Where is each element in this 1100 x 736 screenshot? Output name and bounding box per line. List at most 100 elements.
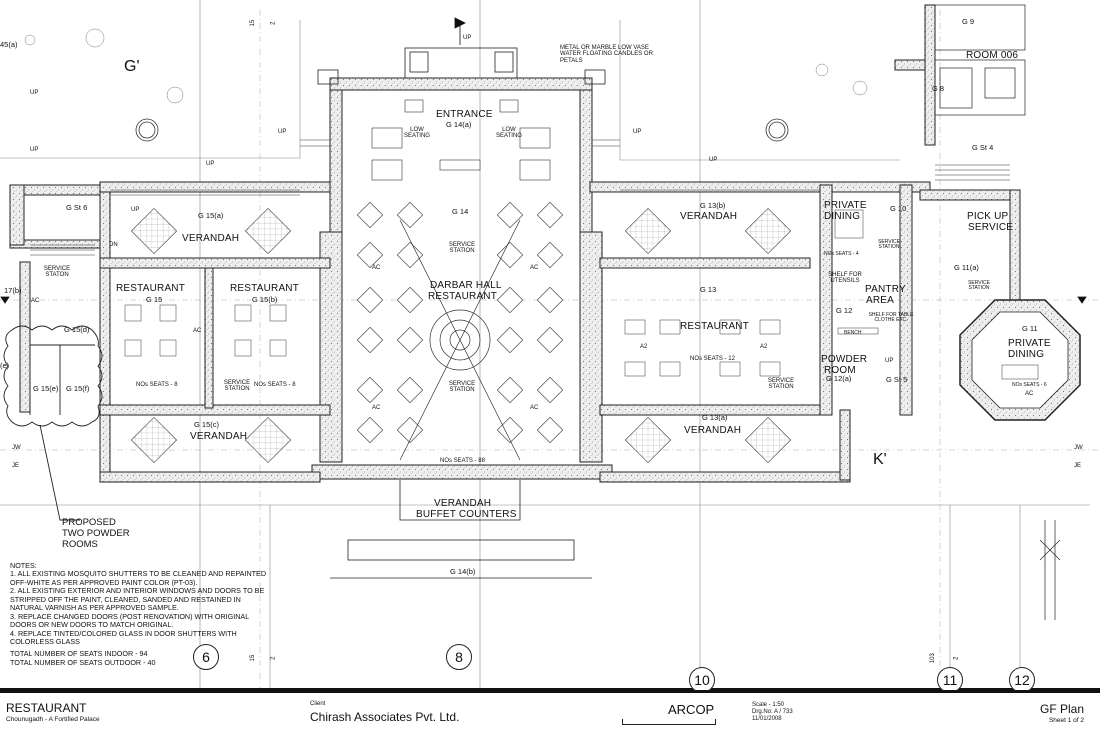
g-st-6: G St 6 xyxy=(66,203,88,212)
grid-bubble-11: 11 xyxy=(937,667,963,693)
pickup-label-1: PICK UP xyxy=(967,211,1009,222)
verandah-top-left: VERANDAH xyxy=(182,233,240,244)
seats-g15b: NOs SEATS - 8 xyxy=(254,382,296,388)
service-station-top: SERVICE STATION xyxy=(448,242,476,255)
service-staton-left: SERVICE STATON xyxy=(43,266,71,279)
dining-table xyxy=(496,326,524,354)
sheet-title: GF Plan xyxy=(1039,702,1084,716)
bench-label: BENCH xyxy=(844,330,862,336)
verandah-bottom-left: VERANDAH xyxy=(190,431,248,442)
g14b-code: G 14(b) xyxy=(450,567,476,576)
seats-g10: NOs SEATS - 4 xyxy=(824,251,859,257)
gridline-number: 103 xyxy=(929,653,936,664)
dining-table xyxy=(396,416,424,444)
dining-table xyxy=(536,286,564,314)
service-station-mid: SERVICE STATION xyxy=(448,381,476,394)
ac-marker: AC xyxy=(530,265,539,271)
verandah-bottom-right: VERANDAH xyxy=(684,425,742,436)
label-17b: 17(b) xyxy=(4,286,22,295)
dining-table xyxy=(396,376,424,404)
g15-code: G 15 xyxy=(146,295,163,304)
restaurant-g15b-label: RESTAURANT xyxy=(230,283,300,294)
scale-text: Scale - 1:50 xyxy=(752,702,785,708)
g15c-code: G 15(c) xyxy=(194,420,220,429)
note-item: 3. REPLACE CHANGED DOORS (POST RENOVATIO… xyxy=(10,611,249,630)
gridline-number: 15 xyxy=(250,19,257,27)
shelf-utensils: SHELF FOR UTENSILS xyxy=(828,272,862,285)
dining-table xyxy=(536,416,564,444)
room-006-label: ROOM 006 xyxy=(966,50,1019,61)
dining-table xyxy=(536,376,564,404)
client-name: Chirash Associates Pvt. Ltd. xyxy=(310,710,460,724)
private-dining-g11-2: DINING xyxy=(1008,349,1045,360)
service-station-r: SERVICE STATION xyxy=(767,378,795,391)
dining-table xyxy=(356,326,384,354)
g12-code: G 12 xyxy=(836,306,853,315)
g15a-code: G 15(a) xyxy=(198,211,224,220)
firm-underline xyxy=(622,719,716,725)
up-marker: UP xyxy=(278,129,287,135)
g9-code: G 9 xyxy=(962,17,975,26)
gridline-number: 2 xyxy=(270,656,277,660)
ac-marker: AC xyxy=(1025,391,1034,397)
g15d-code: G 15(d) xyxy=(64,325,90,334)
ac-marker: AC xyxy=(530,405,539,411)
title-block: RESTAURANT Chounugadh - A Fortified Pala… xyxy=(0,690,1100,736)
private-dining-g10-1: PRIVATE xyxy=(824,200,867,211)
g15f-code: G 15(f) xyxy=(66,384,90,393)
up-marker: UP xyxy=(463,35,472,41)
seat-totals: TOTAL NUMBER OF SEATS INDOOR - 94 TOTAL … xyxy=(10,649,156,667)
restaurant-g15-label: RESTAURANT xyxy=(116,283,186,294)
dining-table xyxy=(496,286,524,314)
sheet-number: Sheet 1 of 2 xyxy=(1048,717,1084,724)
floor-plan-drawing xyxy=(0,0,1100,690)
note-item: 4. REPLACE TINTED/COLORED GLASS IN DOOR … xyxy=(10,628,237,647)
dining-table xyxy=(396,241,424,269)
grid-bubble-8: 8 xyxy=(446,644,472,670)
firm-name: ARCOP xyxy=(668,702,715,717)
up-marker: UP xyxy=(885,358,894,364)
seats-indoor: TOTAL NUMBER OF SEATS INDOOR - 94 xyxy=(10,649,148,658)
powder-room-1: POWDER xyxy=(821,354,868,365)
pantry-label-2: AREA xyxy=(866,295,895,306)
jw-marker: JW xyxy=(1074,445,1083,451)
up-marker: UP xyxy=(30,147,39,153)
g15b-code: G 15(b) xyxy=(252,295,278,304)
service-station-l2: SERVICE STATION xyxy=(223,380,251,393)
darbar-hall-label: DARBAR HALL xyxy=(430,280,502,291)
seats-g15: NOs SEATS - 8 xyxy=(136,382,178,388)
ac-marker: AC xyxy=(193,328,202,334)
low-seating-right: LOW SEATING xyxy=(496,127,522,140)
g13a-code: G 13(a) xyxy=(702,413,728,422)
dining-table xyxy=(536,326,564,354)
gridline-number: 2 xyxy=(270,21,277,25)
gridline-number: 2 xyxy=(953,656,960,660)
seats-g13: NOs SEATS - 12 xyxy=(690,356,735,362)
client-label: Client xyxy=(310,701,326,707)
dining-table xyxy=(356,241,384,269)
project-title: RESTAURANT xyxy=(6,701,87,715)
up-marker: UP xyxy=(131,207,140,213)
dn-marker: DN xyxy=(109,242,118,248)
ac-marker: AC xyxy=(372,265,381,271)
g-st-4: G St 4 xyxy=(972,143,994,152)
a2-marker: A2 xyxy=(760,344,768,350)
dining-table xyxy=(396,286,424,314)
g-prime-label: G' xyxy=(124,58,140,75)
seats-outdoor: TOTAL NUMBER OF SEATS OUTDOOR - 40 xyxy=(10,657,156,667)
proposed-label-3: ROOMS xyxy=(62,539,98,550)
low-seating-left: LOW SEATING xyxy=(404,127,430,140)
je-marker: JE xyxy=(1074,463,1082,469)
service-station-g10: SERVICE STATION xyxy=(878,239,900,251)
dining-table xyxy=(356,416,384,444)
pickup-label-2: SERVICE xyxy=(968,222,1014,233)
g13b-code: G 13(b) xyxy=(700,201,726,210)
dining-table xyxy=(496,241,524,269)
dining-table xyxy=(396,201,424,229)
private-dining-g10-2: DINING xyxy=(824,211,861,222)
verandah-top-right: VERANDAH xyxy=(680,211,738,222)
dining-table xyxy=(356,376,384,404)
drawing-date: 11/01/2008 xyxy=(752,716,782,722)
dining-table xyxy=(536,241,564,269)
project-subtitle: Chounugadh - A Fortified Palace xyxy=(6,716,100,723)
